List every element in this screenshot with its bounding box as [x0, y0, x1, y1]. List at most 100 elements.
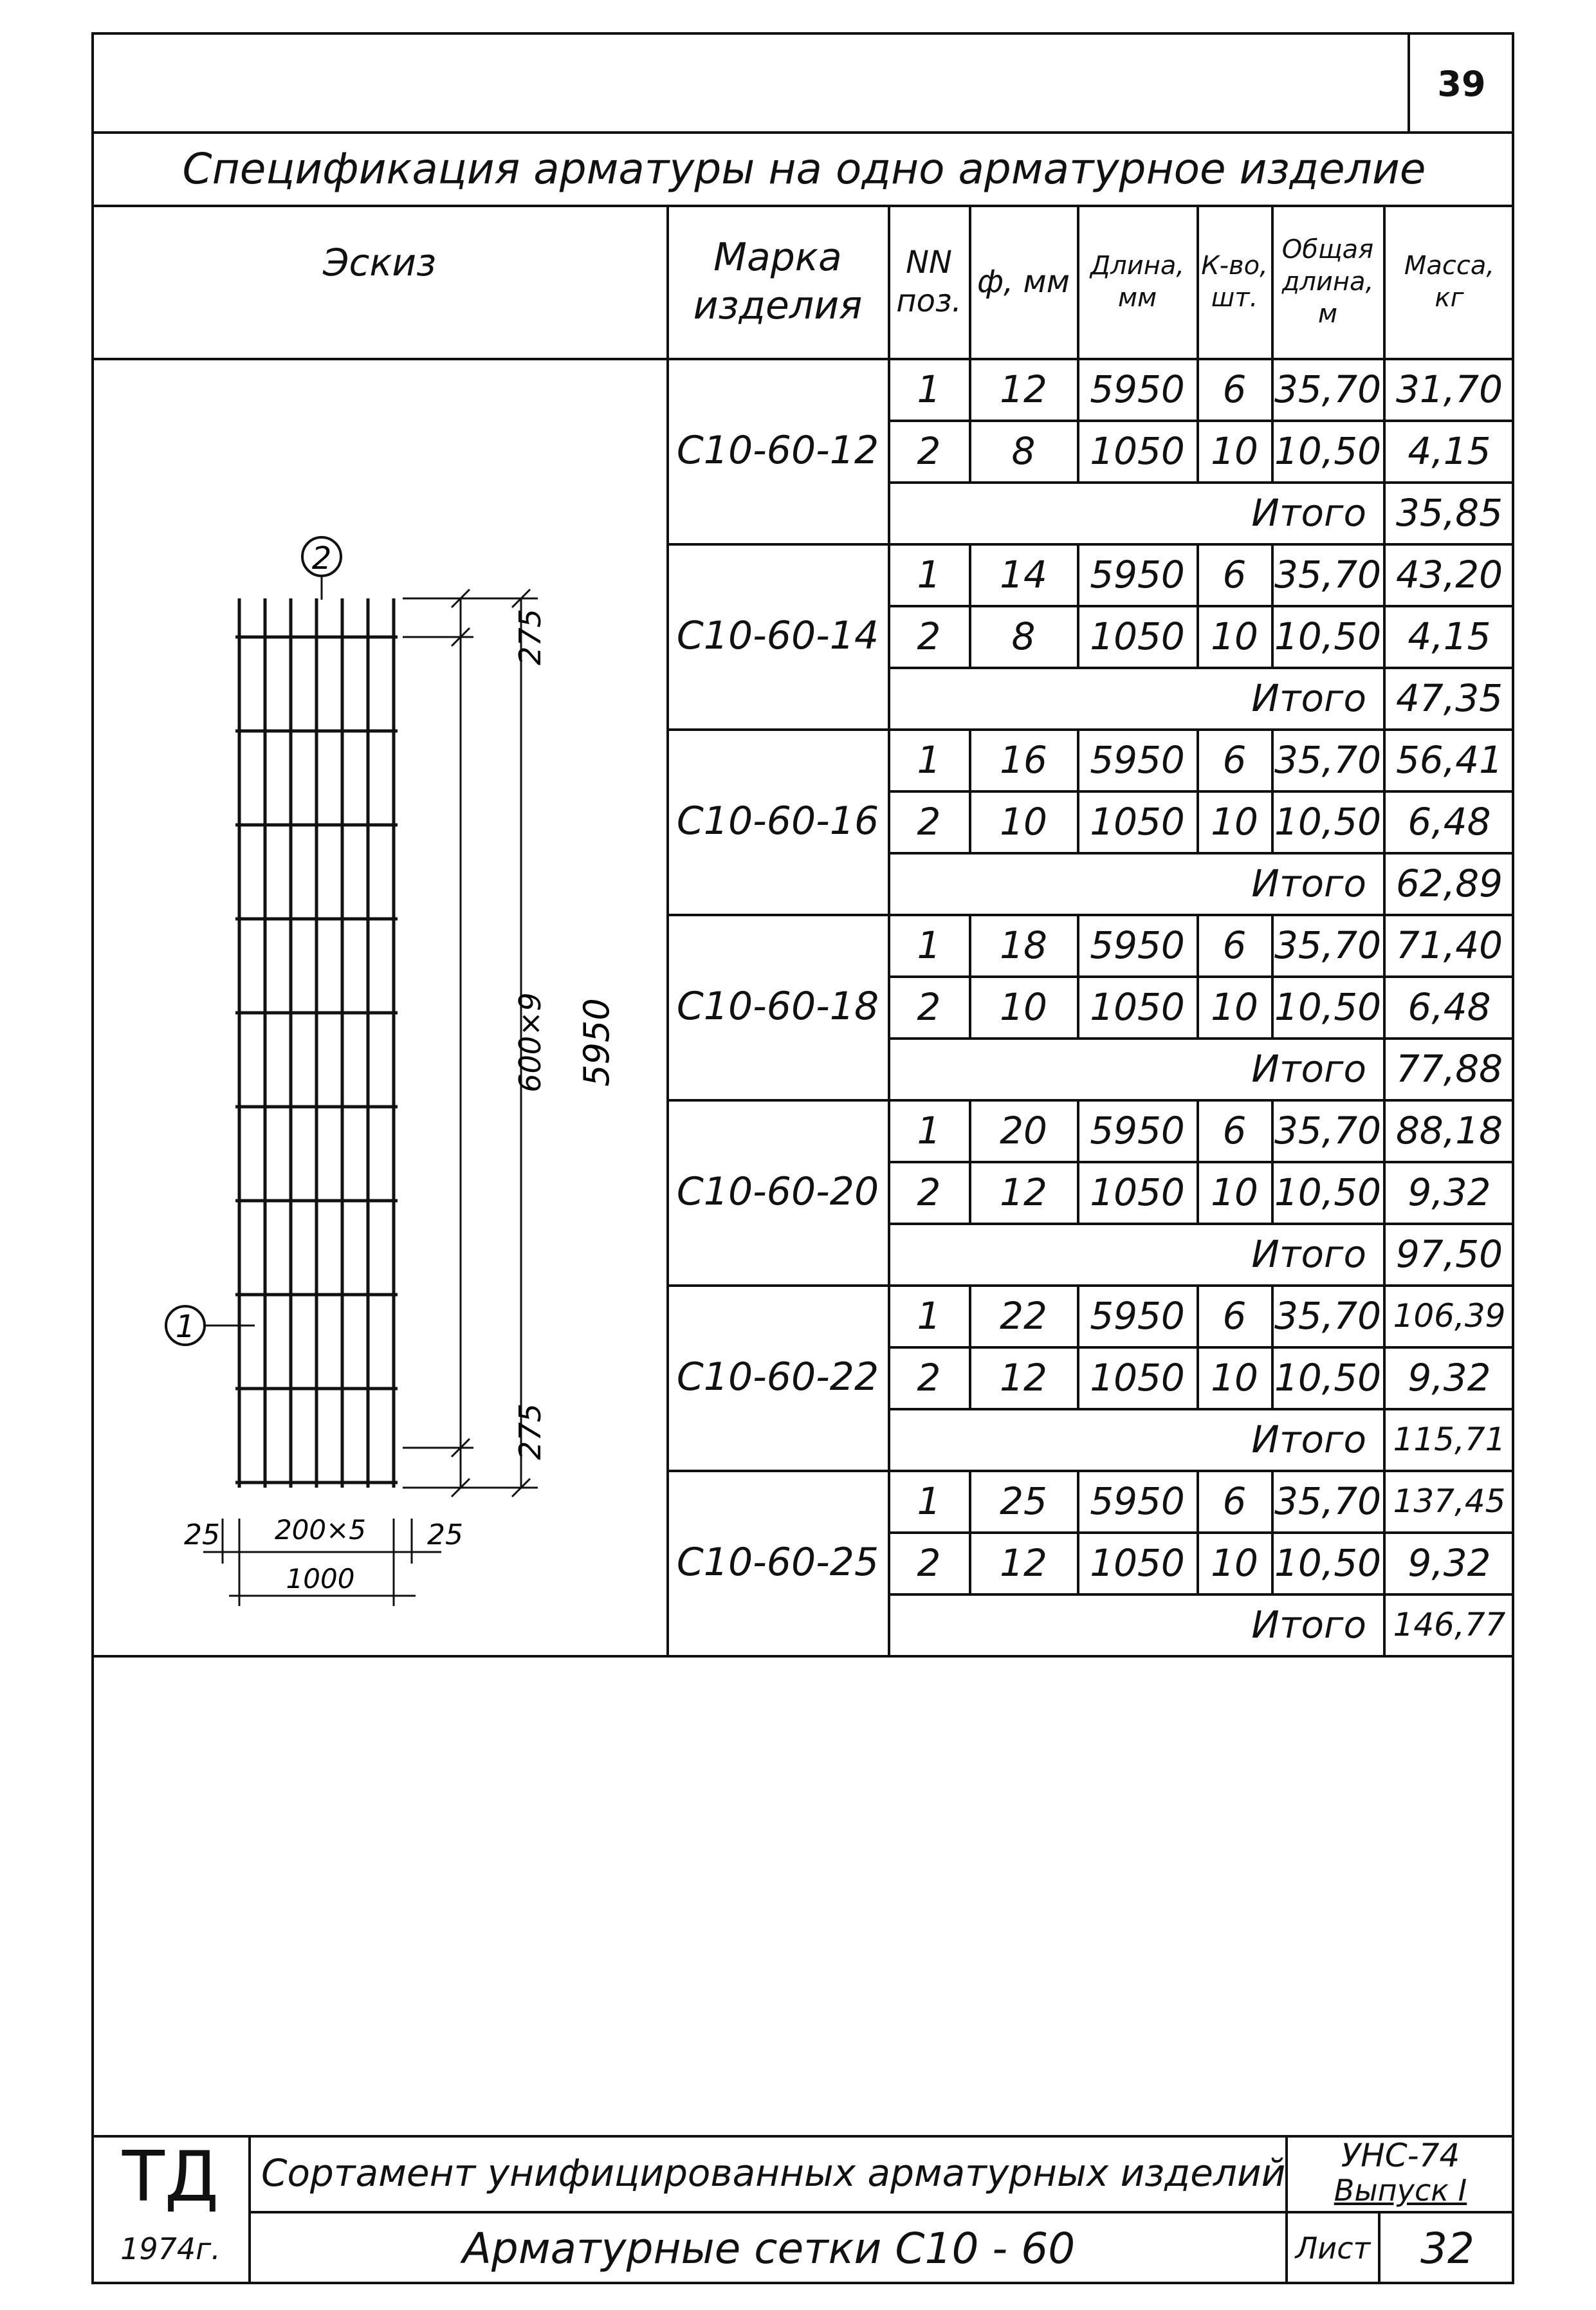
- col-line: [969, 1531, 971, 1593]
- col-line: [1197, 1470, 1199, 1531]
- col-line: [1383, 790, 1386, 852]
- col-line-header-6: [1271, 205, 1274, 358]
- dim-tick: [450, 588, 471, 609]
- col-line-total: [1383, 1408, 1386, 1470]
- col-line: [1077, 543, 1079, 605]
- cell-diameter: 16: [1000, 738, 1047, 782]
- cell-mass: 9,32: [1408, 1356, 1491, 1400]
- group-bottom-rule: [666, 728, 1514, 731]
- product-mark: С10-60-22: [676, 1354, 879, 1400]
- col-line: [969, 728, 971, 790]
- position-2-label: 2: [312, 541, 332, 577]
- col-line: [1271, 358, 1274, 420]
- cell-length: 1050: [1090, 800, 1185, 844]
- total-mass: 97,50: [1395, 1232, 1503, 1276]
- cell-position: 1: [917, 1479, 941, 1523]
- col-line: [1197, 1346, 1199, 1408]
- col-line: [1383, 420, 1386, 481]
- total-label: Итого: [1251, 676, 1366, 720]
- col-line: [1383, 1284, 1386, 1346]
- col-line: [1077, 914, 1079, 975]
- dim-tick: [450, 1477, 471, 1498]
- col-line: [1197, 1099, 1199, 1161]
- title-block-sheet-label: Лист: [1295, 2231, 1371, 2266]
- col-line: [1197, 914, 1199, 975]
- total-mass: 146,77: [1393, 1606, 1506, 1643]
- cell-position: 2: [917, 614, 941, 658]
- col-line: [1383, 1531, 1386, 1593]
- cell-length: 5950: [1090, 1294, 1185, 1338]
- cell-quantity: 6: [1222, 1479, 1247, 1523]
- col-line: [1383, 358, 1386, 420]
- total-label: Итого: [1251, 1047, 1366, 1091]
- group-bottom-rule: [666, 543, 1514, 546]
- cell-position: 1: [917, 923, 941, 967]
- cell-diameter: 8: [1011, 429, 1036, 473]
- cell-quantity: 10: [1211, 985, 1258, 1029]
- total-mass: 35,85: [1395, 491, 1503, 535]
- dim-tick: [450, 627, 471, 647]
- cell-position: 1: [917, 367, 941, 411]
- col-line: [1077, 1284, 1079, 1346]
- cell-mass: 43,20: [1395, 553, 1503, 596]
- col-line-mark: [888, 358, 890, 543]
- cell-mass: 31,70: [1395, 367, 1503, 411]
- row-rule: [888, 1408, 1514, 1410]
- col-line-header-5: [1197, 205, 1199, 358]
- row-rule: [888, 420, 1514, 422]
- cell-quantity: 10: [1211, 1170, 1258, 1214]
- title-block-logo-divider: [248, 2135, 251, 2284]
- group-bottom-rule: [666, 1099, 1514, 1102]
- row-rule: [888, 790, 1514, 793]
- drawing-frame: [91, 32, 1514, 2284]
- dim-275-top: 275: [513, 609, 547, 665]
- row-rule: [888, 1161, 1514, 1163]
- cell-position: 1: [917, 1294, 941, 1338]
- product-mark: С10-60-25: [676, 1540, 879, 1585]
- dim-left-edge: 25: [184, 1519, 220, 1551]
- title-top-rule: [91, 131, 1514, 134]
- cell-total-length: 10,50: [1274, 1170, 1382, 1214]
- position-1-label: 1: [176, 1309, 196, 1345]
- col-line: [1271, 728, 1274, 790]
- cell-mass: 137,45: [1393, 1483, 1506, 1520]
- total-label: Итого: [1251, 491, 1366, 535]
- col-line: [1383, 728, 1386, 790]
- total-mass: 77,88: [1395, 1047, 1503, 1091]
- cell-quantity: 10: [1211, 614, 1258, 658]
- title-block-mid-rule: [251, 2211, 1514, 2213]
- group-bottom-rule: [666, 914, 1514, 916]
- cell-total-length: 35,70: [1274, 1479, 1382, 1523]
- total-label: Итого: [1251, 862, 1366, 905]
- product-mark: С10-60-18: [676, 984, 879, 1029]
- cell-position: 2: [917, 429, 941, 473]
- col-line-total: [1383, 1037, 1386, 1099]
- col-line: [969, 605, 971, 667]
- col-line: [1077, 605, 1079, 667]
- col-line: [1271, 1284, 1274, 1346]
- dim-spacing: 600×9: [513, 992, 547, 1093]
- col-line-mark: [888, 914, 890, 1099]
- cell-length: 5950: [1090, 1109, 1185, 1152]
- group-bottom-rule: [666, 1470, 1514, 1472]
- col-line: [1077, 728, 1079, 790]
- cell-diameter: 10: [1000, 800, 1047, 844]
- col-line: [1383, 975, 1386, 1037]
- dim-275-bottom: 275: [513, 1403, 547, 1460]
- cell-length: 5950: [1090, 1479, 1185, 1523]
- col-line: [1271, 420, 1274, 481]
- col-line: [969, 1284, 971, 1346]
- title-block-sheet-divider: [1378, 2211, 1380, 2284]
- col-line: [1077, 358, 1079, 420]
- col-line-total: [1383, 852, 1386, 914]
- cell-quantity: 6: [1222, 923, 1247, 967]
- col-line: [1197, 1284, 1199, 1346]
- col-line-total: [1383, 481, 1386, 543]
- product-mark: С10-60-16: [676, 799, 879, 844]
- cell-diameter: 20: [1000, 1109, 1047, 1152]
- col-line: [1077, 1531, 1079, 1593]
- col-line: [969, 1470, 971, 1531]
- col-line: [1197, 543, 1199, 605]
- cell-length: 1050: [1090, 614, 1185, 658]
- col-line: [1197, 420, 1199, 481]
